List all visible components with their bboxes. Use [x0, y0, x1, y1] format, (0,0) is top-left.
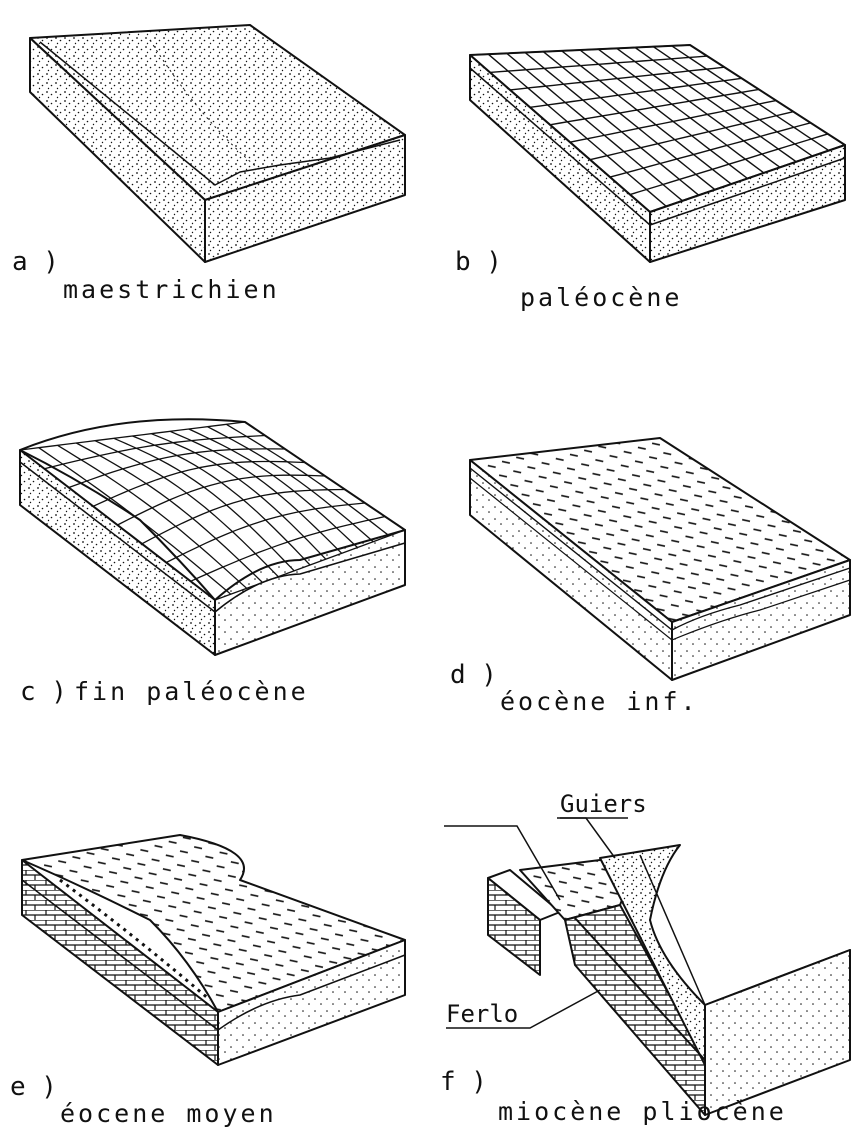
panel-c-period: fin paléocène [74, 677, 309, 706]
panel-f-letter: f ) [440, 1067, 487, 1097]
panel-e-letter: e ) [10, 1072, 57, 1102]
panel-b-block [470, 45, 845, 262]
panel-a-letter: a ) [12, 247, 59, 277]
ferlo-label: Ferlo [446, 1000, 518, 1028]
panel-b-letter: b ) [455, 247, 502, 277]
panel-f-block [488, 845, 850, 1115]
panel-c-block [20, 419, 405, 655]
panel-f-period: miocène pliocène [498, 1097, 787, 1126]
panel-a-period: maestrichien [63, 275, 280, 304]
panel-d-period: éocène inf. [500, 687, 699, 716]
panel-d-letter: d ) [450, 660, 497, 690]
panel-e-block [22, 835, 405, 1065]
panel-c-letter: c ) [20, 677, 67, 707]
panel-e-period: éocene moyen [60, 1099, 277, 1128]
guiers-label: Guiers [560, 790, 647, 818]
panel-d-block [470, 438, 850, 680]
panel-b-period: paléocène [520, 283, 682, 312]
panel-a-block [30, 25, 405, 262]
